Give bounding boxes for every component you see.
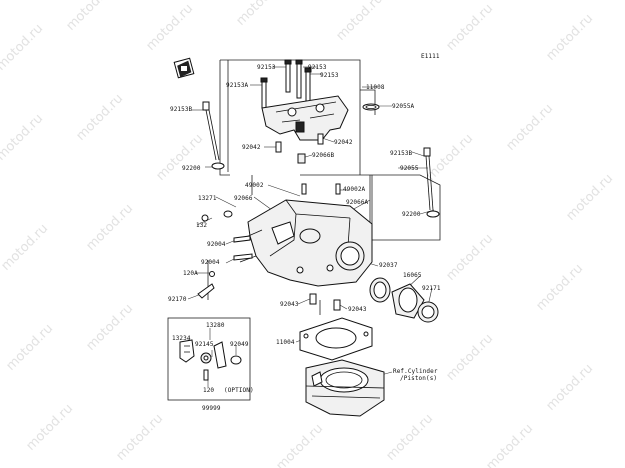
part-label-92171: 92171 <box>422 285 441 292</box>
part-label-92153: 92153 <box>320 72 339 79</box>
part-label-132: 132 <box>196 222 208 229</box>
part-label-92153b: 92153B <box>390 150 413 157</box>
plug <box>201 214 209 222</box>
part-label-92004: 92004 <box>201 259 220 266</box>
cylinder-head <box>239 199 373 287</box>
part-label-92037: 92037 <box>379 262 398 269</box>
intake-insulator <box>369 277 439 323</box>
head-gasket <box>299 317 373 361</box>
part-label-92153: 92153 <box>257 64 276 71</box>
part-label-120a: 120A <box>183 270 198 277</box>
part-label-92042: 92042 <box>242 144 261 151</box>
option-label: (OPTION) <box>224 387 254 394</box>
part-label-99999: 99999 <box>202 405 221 412</box>
dowel-pin <box>275 141 282 153</box>
part-label-92153a: 92153A <box>226 82 249 89</box>
ref-piston-label: /Piston(s) <box>400 375 438 382</box>
part-label-13234: 13234 <box>172 335 191 342</box>
part-label-92055a: 92055A <box>392 103 415 110</box>
stud <box>233 253 253 261</box>
part-label-92043: 92043 <box>280 301 299 308</box>
part-label-120: 120 <box>203 387 215 394</box>
option-kit-box <box>167 317 251 401</box>
part-label-92153b: 92153B <box>170 106 193 113</box>
part-label-13280: 13280 <box>206 322 225 329</box>
ref-cylinder-label: Ref.Cylinder <box>393 368 438 375</box>
part-label-11004: 11004 <box>276 339 295 346</box>
part-label-11008: 11008 <box>366 84 385 91</box>
leader-lines <box>187 66 435 387</box>
part-label-92066b: 92066B <box>312 152 335 159</box>
part-label-16065: 16065 <box>403 272 422 279</box>
assembly-frame <box>207 59 441 315</box>
part-label-92055: 92055 <box>400 165 419 172</box>
part-label-49002a: 49002A <box>343 186 366 193</box>
washer <box>223 210 233 218</box>
cam-cap-bolts <box>260 59 312 109</box>
water-pipe <box>197 283 215 299</box>
part-label-92049: 92049 <box>230 341 249 348</box>
diagram-id-label: E1111 <box>421 53 440 60</box>
cylinder-stud-bolts <box>202 101 440 218</box>
part-label-92170: 92170 <box>168 296 187 303</box>
part-label-49002: 49002 <box>245 182 264 189</box>
camshaft-cap <box>261 95 349 141</box>
part-label-92043: 92043 <box>348 306 367 313</box>
part-label-92153: 92153 <box>308 64 327 71</box>
part-label-92066: 92066 <box>234 195 253 202</box>
part-label-92004: 92004 <box>207 241 226 248</box>
dowel-pin <box>317 133 324 145</box>
part-label-13271: 13271 <box>198 195 217 202</box>
cylinder <box>305 359 385 417</box>
stud <box>233 235 251 243</box>
part-label-92066a: 92066A <box>346 199 369 206</box>
part-label-92042: 92042 <box>334 139 353 146</box>
part-label-92200: 92200 <box>402 211 421 218</box>
collar <box>297 153 306 164</box>
part-label-92145: 92145 <box>195 341 214 348</box>
option-kit-parts <box>179 339 242 381</box>
o-ring <box>362 103 380 111</box>
part-label-92200: 92200 <box>182 165 201 172</box>
front-direction-icon <box>173 57 195 79</box>
